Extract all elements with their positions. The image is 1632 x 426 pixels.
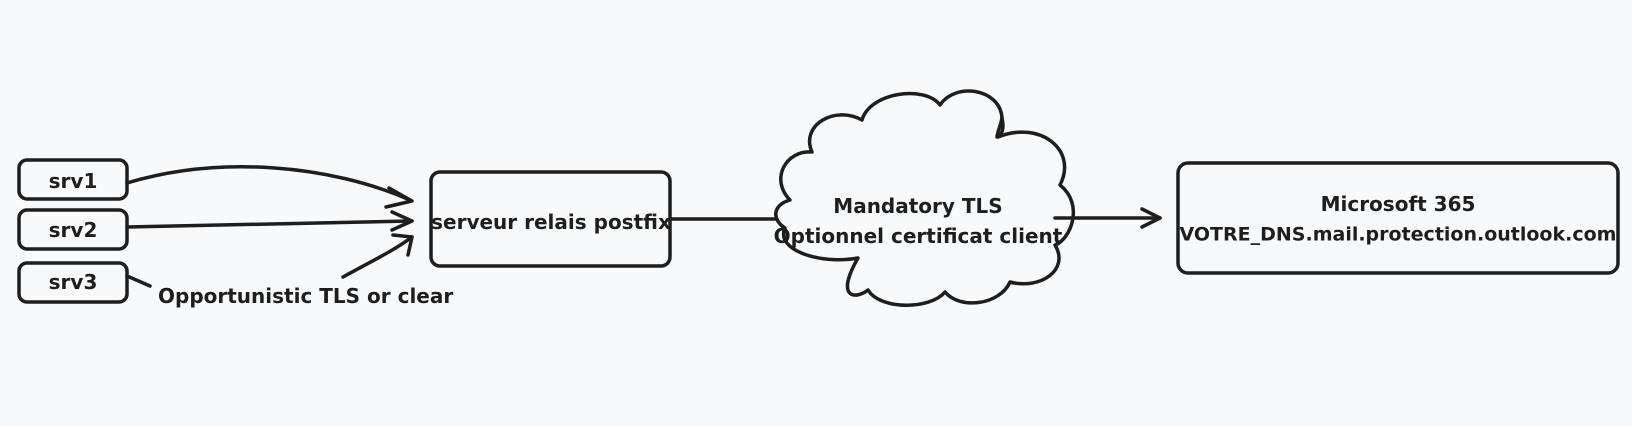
- cloud-shape: [774, 89, 1076, 307]
- relay-box: [429, 170, 672, 268]
- cloud-label-line2: Optionnel certificat client: [773, 224, 1063, 248]
- destination-box: [1176, 161, 1620, 275]
- tls-annotation: Opportunistic TLS or clear: [158, 284, 454, 308]
- arrow-srv2-to-relay: [125, 219, 414, 229]
- relay-label: serveur relais postfix: [431, 210, 671, 234]
- cloud-label-line1: Mandatory TLS: [833, 194, 1003, 218]
- arrowhead-destination: [1140, 207, 1162, 229]
- server-label-srv2: srv2: [48, 218, 98, 242]
- arrow-srv3-tail: [125, 274, 152, 288]
- destination-label-line1: Microsoft 365: [1320, 192, 1476, 216]
- arrow-srv1-to-relay: [125, 165, 412, 202]
- server-box-srv3: [17, 261, 129, 304]
- arrow-srv3-to-relay: [341, 235, 414, 279]
- arrowhead-srv2: [390, 210, 414, 232]
- server-label-srv3: srv3: [48, 270, 98, 294]
- cloud-inner-curve: [995, 116, 1004, 139]
- destination-label-line2: VOTRE_DNS.mail.protection.outlook.com: [1179, 223, 1617, 246]
- arrowhead-srv3: [391, 233, 414, 257]
- server-box-srv2: [17, 208, 129, 251]
- server-label-srv1: srv1: [48, 169, 98, 193]
- arrowhead-srv1: [384, 186, 414, 209]
- server-box-srv1: [17, 158, 129, 201]
